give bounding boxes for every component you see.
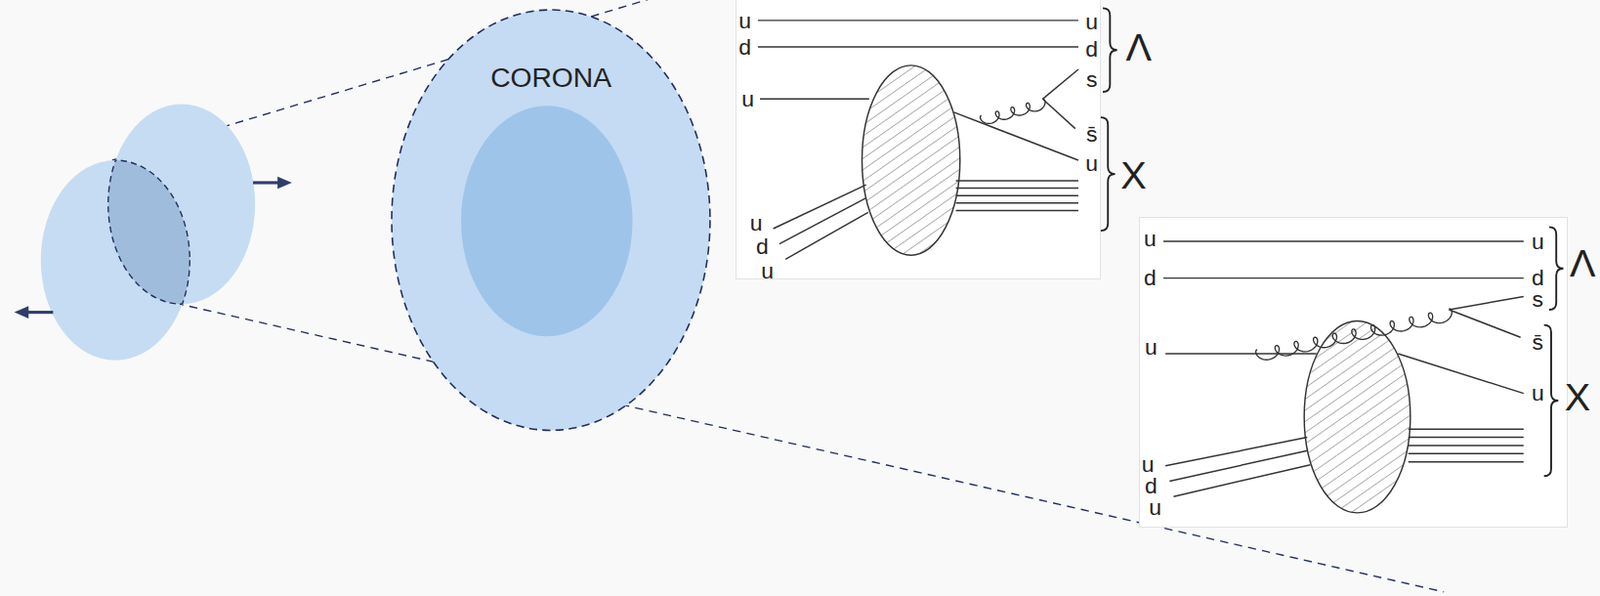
quark-line <box>1408 460 1524 462</box>
quark-line <box>956 202 1079 204</box>
motion-arrow <box>252 180 280 184</box>
overlap-outline <box>41 160 191 361</box>
quark-label: u <box>760 258 774 282</box>
overlap-region <box>108 104 255 305</box>
quark-label: s <box>1086 68 1097 91</box>
quark-label: d <box>1144 474 1158 498</box>
arrow-head <box>277 176 293 190</box>
quark-line <box>956 187 1079 189</box>
diagram-panel: uduuduudss̄uΛX <box>736 0 1100 279</box>
quark-line <box>1408 452 1524 454</box>
nucleus <box>108 104 255 305</box>
particle-label: Λ <box>1569 244 1597 284</box>
quark-line <box>1397 352 1523 393</box>
quark-label: u <box>1141 453 1155 476</box>
quark-line <box>956 194 1079 196</box>
quark-label: u <box>1531 229 1545 253</box>
quark-line <box>1408 427 1524 429</box>
quark-line <box>1408 444 1524 446</box>
gluon-line <box>1255 307 1452 359</box>
corona-region: CORONA <box>391 8 713 431</box>
particle-label: X <box>1120 156 1146 196</box>
quark-line <box>1448 309 1520 337</box>
brace <box>1102 7 1118 92</box>
quark-label: u <box>1085 152 1098 175</box>
gluon-line <box>980 98 1047 124</box>
quark-label: d <box>738 36 752 59</box>
brace <box>1549 226 1564 310</box>
quark-line <box>1408 435 1524 437</box>
core-region <box>461 106 632 337</box>
quark-label: s̄ <box>1086 122 1097 145</box>
quark-line <box>956 210 1079 211</box>
quark-line <box>1163 276 1524 278</box>
overlap-outline <box>108 104 255 305</box>
quark-label: u <box>1085 9 1098 33</box>
region-label: CORONA <box>490 63 612 91</box>
quark-label: s̄ <box>1532 330 1544 353</box>
quark-line <box>954 112 1079 161</box>
interaction-blob <box>1304 320 1411 512</box>
quark-line <box>1043 69 1080 99</box>
quark-line <box>757 19 1079 21</box>
corona-outline <box>391 9 711 430</box>
quark-line <box>956 179 1079 181</box>
quark-label: u <box>738 8 752 32</box>
particle-label: X <box>1564 378 1591 419</box>
quark-line <box>785 211 869 259</box>
interaction-blob <box>862 65 961 255</box>
quark-label: u <box>1531 381 1545 405</box>
brace <box>1100 117 1116 231</box>
arrow-head <box>14 305 30 319</box>
brace <box>1544 324 1559 476</box>
quark-label: d <box>1085 38 1098 61</box>
quark-line <box>1043 98 1076 128</box>
feynman-diagram <box>1139 217 1567 528</box>
quark-label: d <box>1143 266 1157 290</box>
quark-label: d <box>756 234 769 257</box>
quark-label: s <box>1532 288 1544 311</box>
quark-label: u <box>1143 227 1157 251</box>
quark-line <box>1169 450 1307 481</box>
quark-label: u <box>1144 336 1158 359</box>
quark-label: u <box>1148 496 1162 519</box>
quark-line <box>1173 463 1310 496</box>
quark-line <box>1165 436 1307 465</box>
motion-arrow <box>26 310 53 314</box>
particle-label: Λ <box>1126 28 1153 68</box>
quark-label: u <box>741 87 755 111</box>
quark-line <box>757 45 1079 47</box>
diagram-panel: uduuduudss̄uΛX <box>1139 217 1567 528</box>
quark-line <box>1448 295 1523 310</box>
quark-label: u <box>750 210 763 234</box>
quark-line <box>759 98 870 100</box>
quark-line <box>1163 240 1524 242</box>
quark-label: d <box>1531 266 1545 290</box>
feynman-diagram <box>736 0 1100 279</box>
